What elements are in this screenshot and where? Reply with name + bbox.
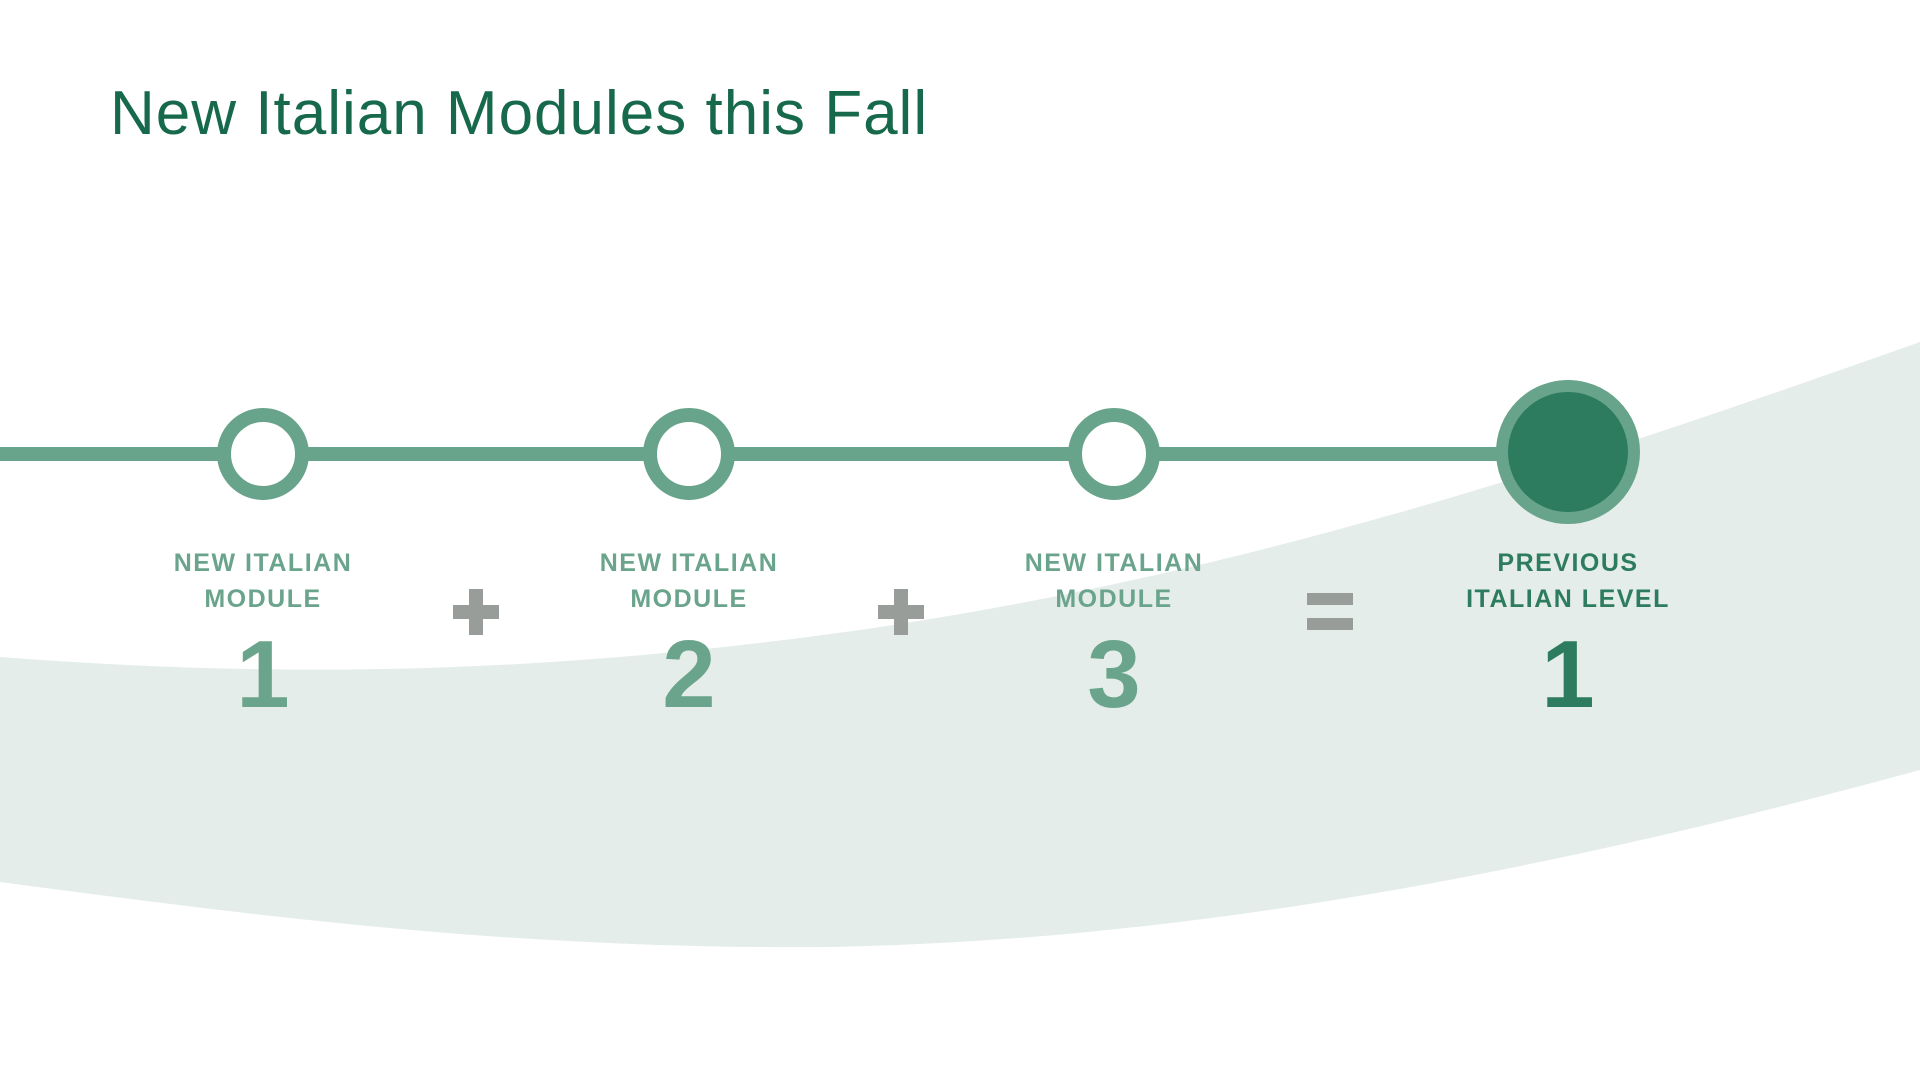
plus-icon: + xyxy=(453,589,499,635)
previous-level-label-line1: PREVIOUS xyxy=(1497,549,1639,577)
timeline-line xyxy=(0,447,1568,461)
module-2-label-line1: NEW ITALIAN xyxy=(599,549,779,577)
page-title: New Italian Modules this Fall xyxy=(110,79,929,148)
module-1-label-line2: MODULE xyxy=(204,585,322,613)
module-2-number: 2 xyxy=(662,621,716,728)
module-1-label-line1: NEW ITALIAN xyxy=(173,549,353,577)
previous-level-filled-circle-icon xyxy=(1496,380,1640,524)
module-1-label-block: NEW ITALIAN MODULE 1 xyxy=(83,545,443,723)
plus-icon: + xyxy=(878,589,924,635)
previous-level-label-block: PREVIOUS ITALIAN LEVEL 1 xyxy=(1388,545,1748,723)
module-2-label-line2: MODULE xyxy=(630,585,748,613)
plus-symbol-text: + xyxy=(878,589,879,590)
equals-icon: = xyxy=(1307,593,1353,631)
previous-level-number: 1 xyxy=(1541,621,1595,728)
module-3-number: 3 xyxy=(1087,621,1141,728)
module-2-label-block: NEW ITALIAN MODULE 2 xyxy=(509,545,869,723)
module-3-label-line2: MODULE xyxy=(1055,585,1173,613)
module-2-circle-icon xyxy=(643,408,735,500)
module-3-label-block: NEW ITALIAN MODULE 3 xyxy=(934,545,1294,723)
plus-symbol-text: + xyxy=(453,589,454,590)
module-1-number: 1 xyxy=(236,621,290,728)
module-3-label-line1: NEW ITALIAN xyxy=(1024,549,1204,577)
module-1-circle-icon xyxy=(217,408,309,500)
module-3-circle-icon xyxy=(1068,408,1160,500)
previous-level-label-line2: ITALIAN LEVEL xyxy=(1466,585,1670,613)
swoosh-shape xyxy=(0,342,1920,948)
